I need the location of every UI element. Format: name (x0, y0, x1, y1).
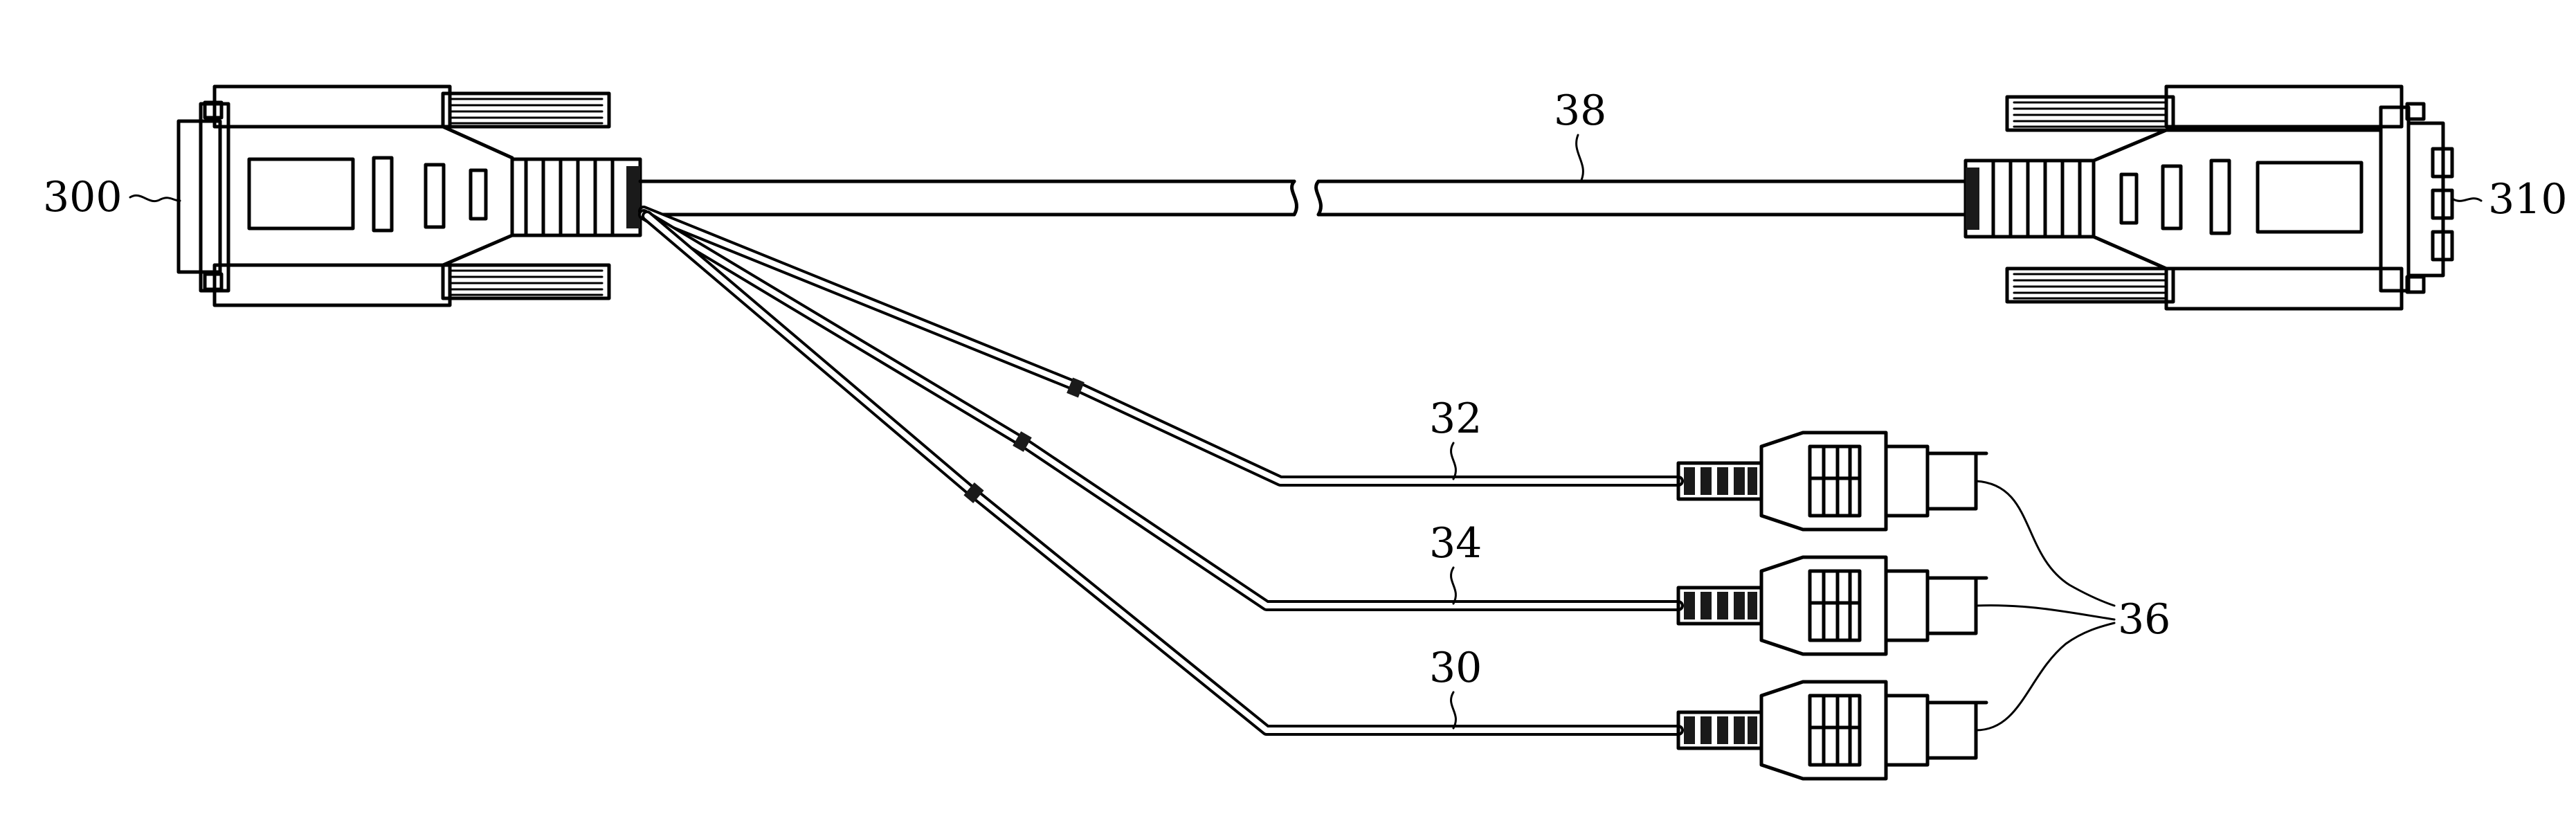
plug-bottom (1678, 682, 1986, 779)
thumbscrew-bottom (441, 263, 611, 300)
branch-cable-middle (638, 209, 1684, 611)
plug-middle (1678, 557, 1986, 654)
connector-right (1963, 84, 2454, 311)
branch-cable-top (638, 206, 1684, 487)
thumbscrew-right-top (2005, 95, 2175, 132)
connector-left (176, 84, 642, 307)
thumbscrew-top (441, 91, 611, 129)
leader-lines (129, 134, 2483, 732)
plug-top (1678, 433, 1986, 530)
label-branch-middle: 34 (1429, 519, 1482, 568)
label-branch-top: 32 (1429, 395, 1482, 443)
branch-cable-bottom (642, 210, 1684, 736)
label-connector-right: 310 (2488, 175, 2568, 224)
thumbscrew-right-bottom (2005, 266, 2175, 304)
label-plugs: 36 (2118, 595, 2170, 644)
label-main-cable: 38 (1554, 87, 1606, 135)
main-cable (638, 179, 1968, 217)
label-branch-bottom: 30 (1429, 644, 1482, 692)
label-connector-left: 300 (43, 173, 123, 221)
